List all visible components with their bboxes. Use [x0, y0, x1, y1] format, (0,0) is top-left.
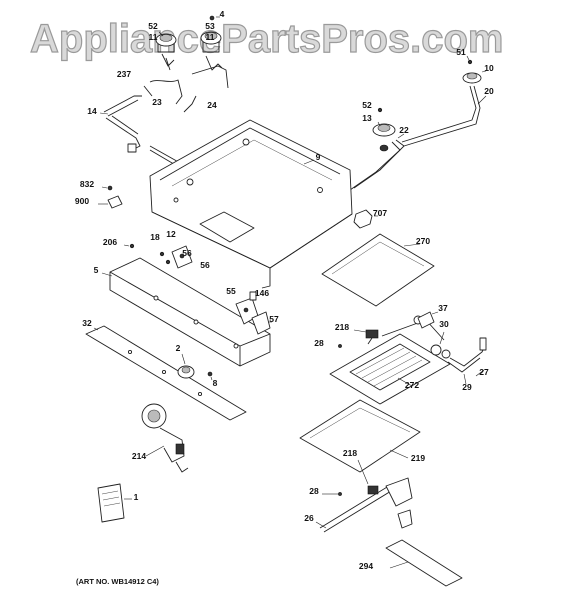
- burner-head-13: [372, 107, 396, 152]
- burner-tube-20: [401, 85, 487, 147]
- callout-56: 56: [182, 248, 192, 258]
- callout-37: 37: [438, 303, 448, 313]
- callout-18: 18: [150, 232, 160, 242]
- burner-head-11-left: [155, 31, 177, 53]
- orifice-holder-right: [183, 55, 229, 113]
- bake-burner-26: [315, 477, 413, 533]
- callout-11b: 11: [206, 32, 215, 42]
- callout-22: 22: [399, 125, 409, 135]
- shield-270: [321, 233, 435, 307]
- manual-1: [97, 483, 132, 523]
- callout-272: 272: [405, 380, 419, 390]
- igniter-218-upper: [338, 329, 379, 348]
- manifold-panel-5: [101, 257, 271, 367]
- callout-219: 219: [411, 453, 425, 463]
- callout-12: 12: [166, 229, 176, 239]
- callout-206: 206: [103, 237, 117, 247]
- valve-30: [430, 331, 451, 359]
- callout-26: 26: [304, 513, 314, 523]
- callout-28: 28: [314, 338, 324, 348]
- screw-832: [101, 185, 113, 191]
- callout-218: 218: [335, 322, 349, 332]
- callout-8: 8: [213, 378, 218, 388]
- callout-237: 237: [117, 69, 131, 79]
- callout-53: 53: [205, 21, 215, 31]
- callout-55: 55: [226, 286, 236, 296]
- callout-28b: 28: [309, 486, 319, 496]
- callout-2: 2: [176, 343, 181, 353]
- callout-214: 214: [132, 451, 146, 461]
- callout-11: 11: [149, 32, 158, 42]
- callout-146: 146: [255, 288, 269, 298]
- callout-23: 23: [152, 97, 162, 107]
- callout-270: 270: [416, 236, 430, 246]
- callout-51: 51: [456, 47, 466, 57]
- screw-8: [207, 371, 213, 381]
- burner-box-9: [149, 119, 353, 289]
- callout-52b: 52: [362, 100, 372, 110]
- callout-32: 32: [82, 318, 92, 328]
- callout-5: 5: [94, 265, 99, 275]
- tube-29-27: [447, 337, 487, 385]
- igniter-218-lower: [322, 459, 379, 496]
- callout-20: 20: [484, 86, 494, 96]
- callout-52: 52: [148, 21, 158, 31]
- callout-1: 1: [134, 492, 139, 502]
- valve-bracket-55-57: [235, 291, 272, 335]
- callout-29: 29: [462, 382, 472, 392]
- knob-2: [177, 353, 195, 379]
- callout-294: 294: [359, 561, 373, 571]
- callout-832: 832: [80, 179, 94, 189]
- callout-900: 900: [75, 196, 89, 206]
- screw-206: [123, 243, 135, 249]
- trim-32: [85, 325, 247, 421]
- callout-707: 707: [373, 208, 387, 218]
- regulator-214: [141, 403, 189, 473]
- burner-cover-219: [299, 399, 421, 473]
- callout-24: 24: [207, 100, 217, 110]
- burner-tube-22: [349, 133, 405, 191]
- bracket-37: [417, 311, 439, 329]
- callout-56b: 56: [200, 260, 210, 270]
- bracket-294: [385, 539, 463, 587]
- valve-bracket-56-upper: [159, 245, 193, 269]
- cap-707: [353, 209, 378, 229]
- callout-10: 10: [484, 63, 494, 73]
- callout-9: 9: [316, 152, 321, 162]
- callout-14: 14: [87, 106, 97, 116]
- callout-218b: 218: [343, 448, 357, 458]
- callout-57: 57: [269, 314, 279, 324]
- callout-4: 4: [220, 9, 225, 19]
- burner-head-10: [462, 55, 487, 84]
- orifice-holder-left: [143, 53, 183, 105]
- callout-30: 30: [439, 319, 449, 329]
- callout-13: 13: [362, 113, 372, 123]
- bracket-900: [98, 195, 123, 209]
- watermark-text: AppliancePartsPros.com: [30, 17, 504, 61]
- burner-head-11-right: [200, 15, 222, 53]
- art-number: (ART NO. WB14912 C4): [76, 577, 159, 586]
- callout-27: 27: [479, 367, 489, 377]
